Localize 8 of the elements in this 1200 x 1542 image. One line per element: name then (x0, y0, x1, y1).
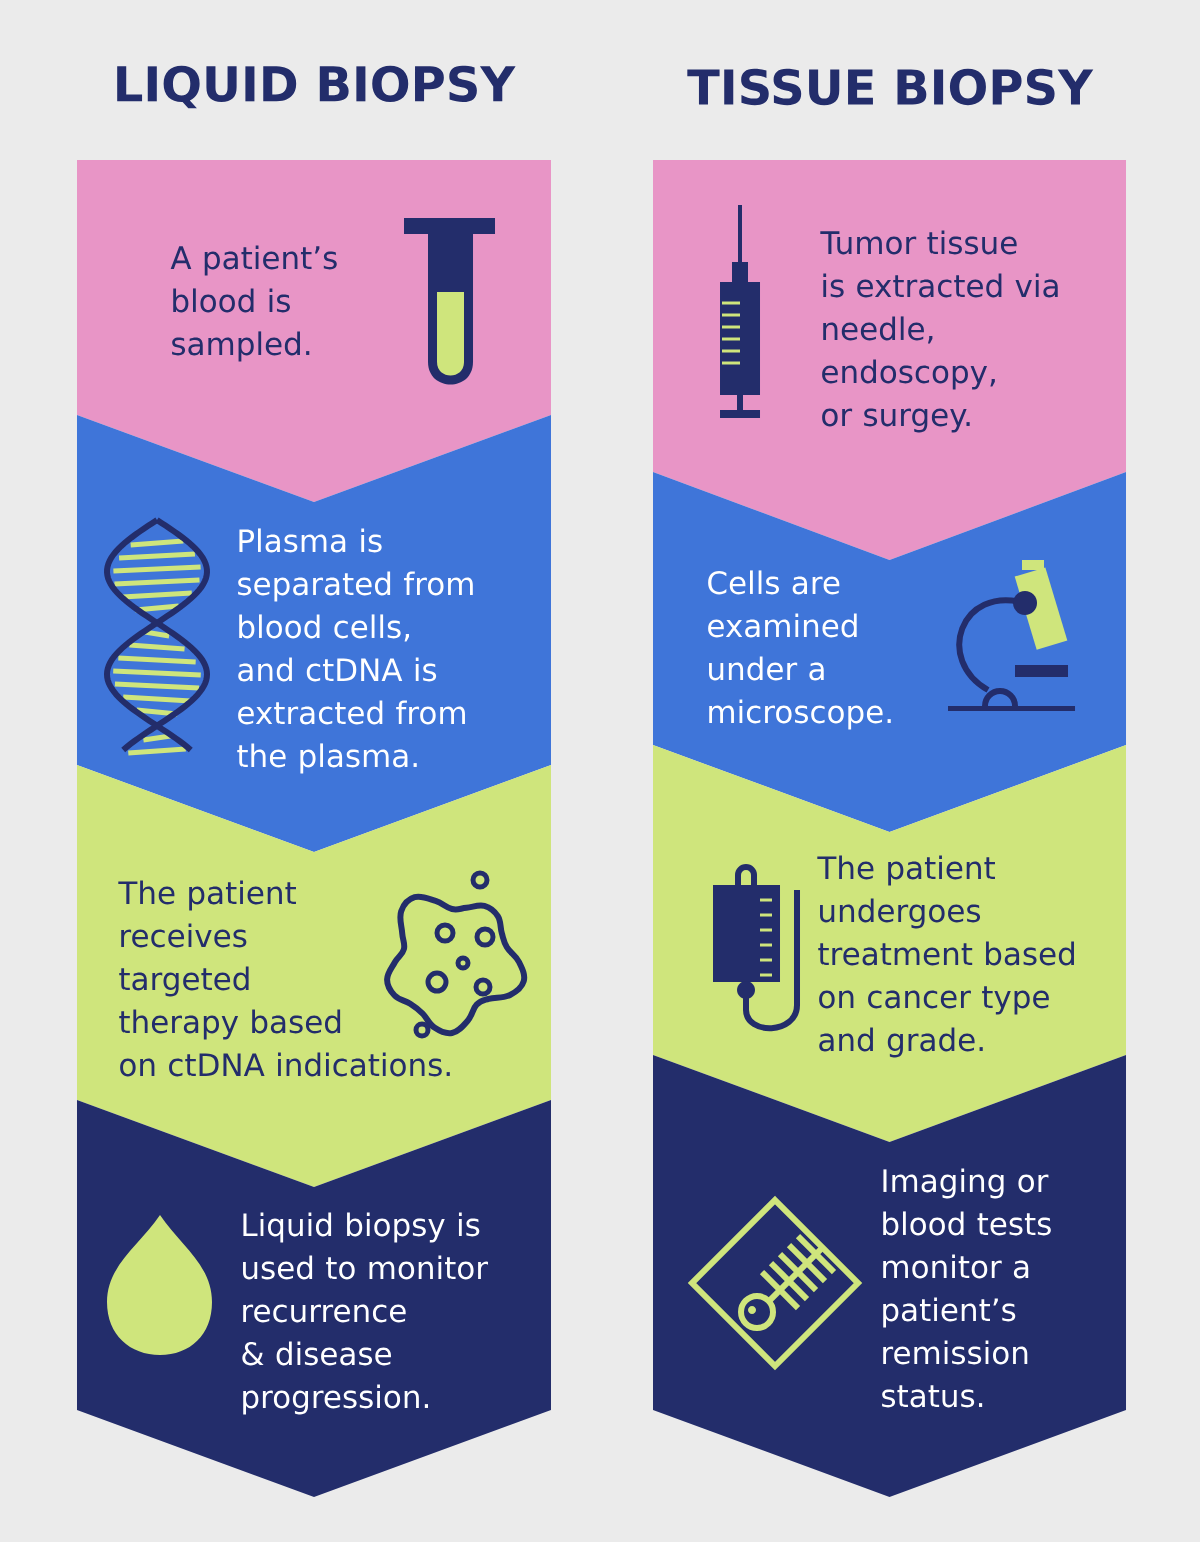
chevron-band: Liquid biopsy is used to monitor recurrence & disease progression. (77, 1100, 551, 1497)
chevron-band: The patient undergoes treatment based on cancer type and grade. (653, 745, 1126, 1142)
column-heading: LIQUID BIOPSY (117, 65, 516, 109)
chevron-band: Plasma is separated from blood cells, and ctDNA is extracted from the plasma. (77, 415, 551, 852)
chevron-band: Cells are examined under a microscope. (653, 472, 1126, 832)
chevron-band: A patient’s blood is sampled. (77, 160, 551, 502)
column-heading: TISSUE BIOPSY (687, 68, 1094, 106)
chevron-band: Tumor tissue is extracted via needle, endoscopy, or surgey. (653, 160, 1126, 560)
